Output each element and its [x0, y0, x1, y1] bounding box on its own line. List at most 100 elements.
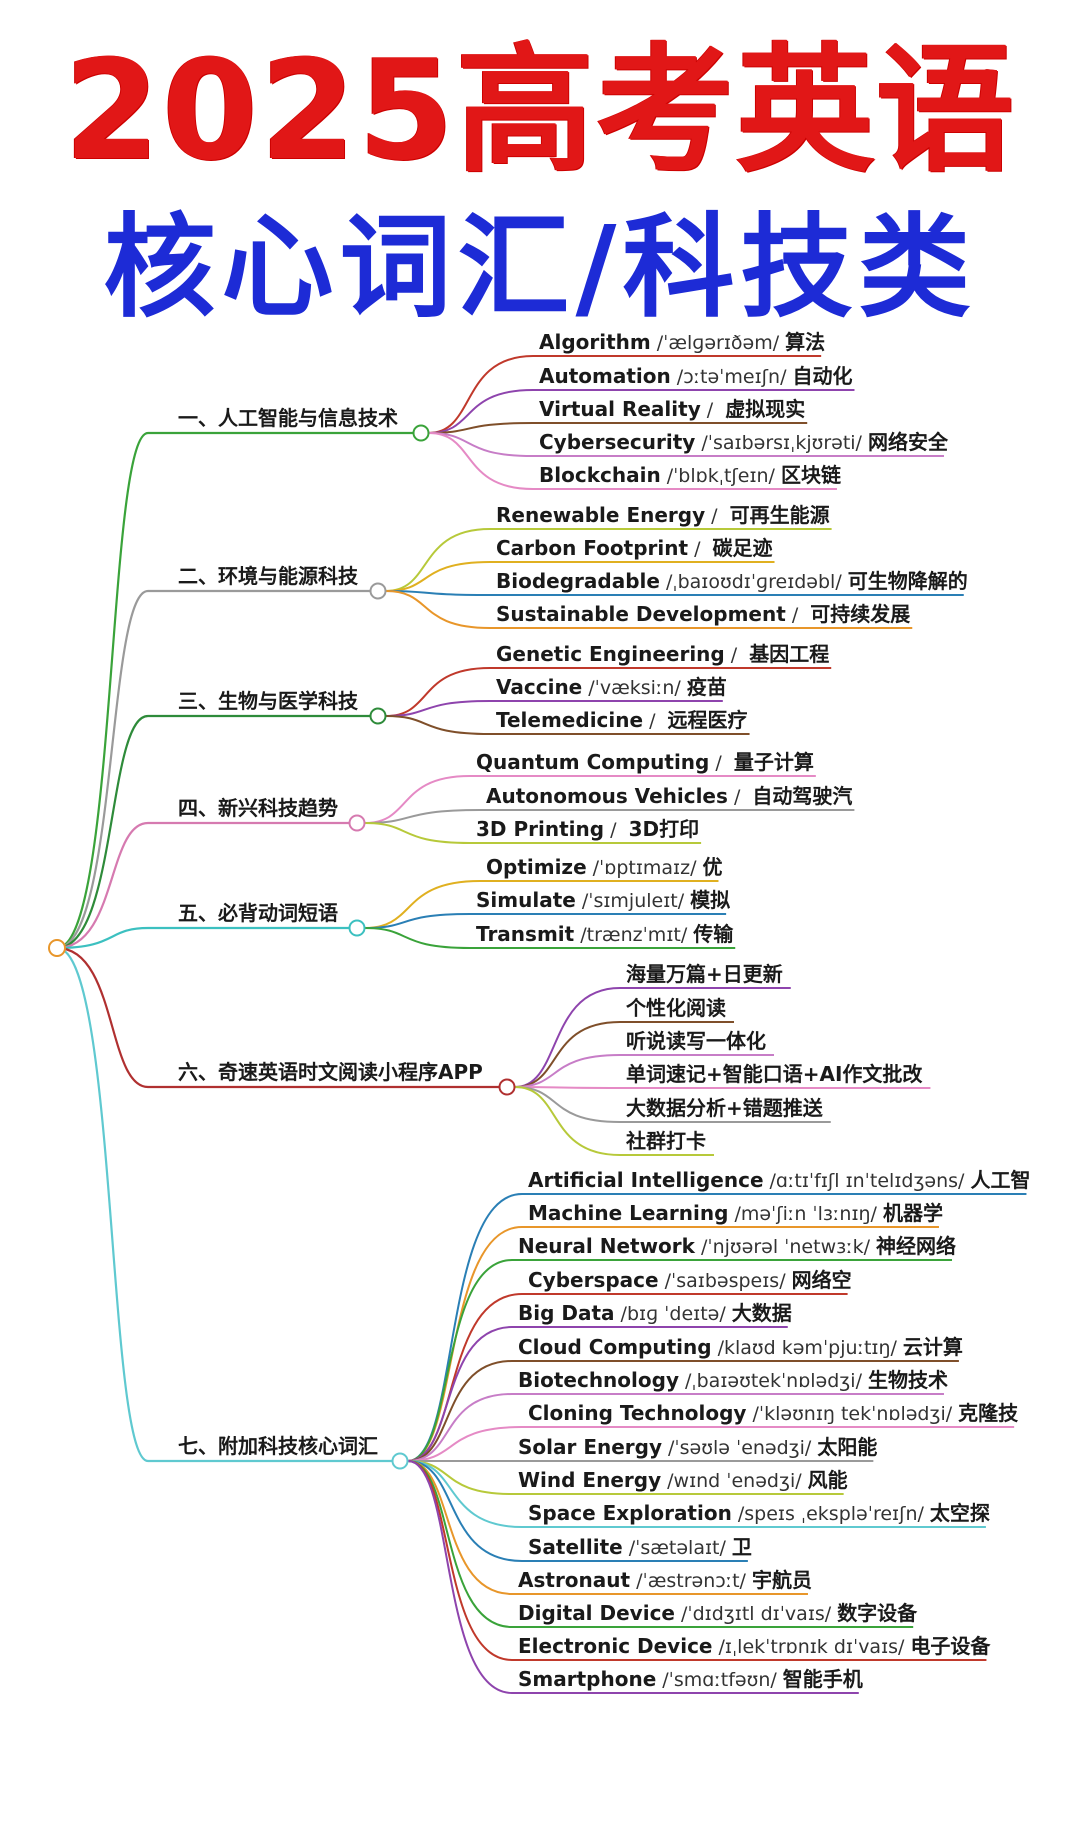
leaf-text: Space Exploration/speɪs ˌekspləˈreɪʃn/太空…: [528, 1501, 990, 1525]
leaf-text: Digital Device/ˈdɪdʒɪtl dɪˈvaɪs/数字设备: [518, 1601, 918, 1625]
leaf-ipa: /ˈdɪdʒɪtl dɪˈvaɪs/: [681, 1603, 832, 1625]
leaf-ipa: /ˌbaɪəʊtekˈnɒlədʒi/: [685, 1370, 863, 1392]
leaf-translation: 大数据: [732, 1301, 792, 1325]
leaf-text: Virtual Reality / 虚拟现实: [539, 397, 805, 421]
leaf-edge: [407, 1460, 859, 1694]
leaf-word: 3D Printing: [476, 817, 604, 841]
branch-edge: [56, 946, 499, 1089]
leaf-text: 大数据分析+错题推送: [626, 1096, 824, 1120]
leaf-word: 单词速记+智能口语+AI作文批改: [626, 1062, 923, 1086]
leaf-word: Renewable Energy: [496, 503, 705, 527]
leaf-ipa: /ɑːtɪˈfɪʃl ɪnˈtelɪdʒəns/: [770, 1170, 966, 1192]
branch-label: 一、人工智能与信息技术: [178, 406, 398, 430]
leaf-sep: /: [705, 505, 723, 527]
leaf-translation: 数字设备: [837, 1601, 918, 1625]
leaf-item: Renewable Energy / 可再生能源: [496, 503, 830, 527]
leaf-item: Transmit /trænzˈmɪt/传输: [476, 922, 734, 946]
leaf-text: Algorithm/ˈælɡərɪðəm/算法: [539, 330, 825, 354]
leaf-edge: [364, 927, 736, 949]
leaf-ipa: /ˈsaɪbəspeɪs/: [665, 1270, 787, 1292]
branch-4: 四、新兴科技趋势 Quantum Computing / 量子计算 Autonomo…: [178, 750, 852, 841]
leaf-item: Carbon Footprint / 碳足迹: [496, 536, 773, 560]
leaf-item: Cyberspace/ˈsaɪbəspeɪs/网络空: [528, 1268, 852, 1292]
leaf-text: Cloud Computing/klaʊd kəmˈpjuːtɪŋ/云计算: [518, 1335, 963, 1359]
leaf-text: Genetic Engineering / 基因工程: [496, 642, 829, 666]
leaf-edge: [514, 1086, 831, 1123]
leaf-edge: [407, 1360, 959, 1462]
leaf-translation: 克隆技: [958, 1401, 1019, 1425]
leaf-edge: [514, 1054, 774, 1088]
leaf-translation: 生物技术: [868, 1368, 948, 1392]
leaf-text: Autonomous Vehicles / 自动驾驶汽: [486, 784, 852, 808]
leaf-text: 海量万篇+日更新: [626, 962, 783, 986]
leaf-sep: /: [728, 786, 746, 808]
leaf-item: Sustainable Development / 可持续发展: [496, 602, 910, 626]
leaf-translation: 自动驾驶汽: [752, 784, 852, 808]
branch-node: [412, 424, 430, 442]
branch-node: [369, 707, 387, 725]
leaf-translation: 太阳能: [817, 1435, 877, 1459]
leaf-text: Sustainable Development / 可持续发展: [496, 602, 910, 626]
leaf-item: 社群打卡: [625, 1129, 706, 1153]
main-title: 2025高考英语: [63, 30, 1017, 191]
branch-label: 四、新兴科技趋势: [178, 796, 338, 820]
leaf-ipa: /klaʊd kəmˈpjuːtɪŋ/: [718, 1337, 898, 1359]
leaf-item: Quantum Computing / 量子计算: [476, 750, 814, 774]
leaf-word: Autonomous Vehicles: [486, 784, 728, 808]
leaf-translation: 可生物降解的: [848, 569, 968, 593]
leaf-text: Optimize/ˈɒptɪmaɪz/优: [486, 855, 722, 879]
leaf-item: Telemedicine / 远程医疗: [496, 708, 748, 732]
leaf-word: 听说读写一体化: [626, 1029, 766, 1053]
leaf-text: Blockchain/ˈblɒkˌtʃeɪn/区块链: [539, 463, 842, 487]
leaf-ipa: /ˈnjʊərəl ˈnetwɜːk/: [701, 1236, 871, 1258]
branch-node: [391, 1452, 409, 1470]
leaf-translation: 机器学: [883, 1201, 943, 1225]
leaf-text: Cybersecurity/ˈsaɪbərsɪˌkjʊrəti/网络安全: [539, 430, 949, 454]
branch-node: [348, 814, 366, 832]
leaf-text: Astronaut/ˈæstrənɔːt/宇航员: [518, 1568, 812, 1592]
leaf-ipa: /ˈsɪmjuleɪt/: [582, 890, 685, 912]
leaf-item: Autonomous Vehicles / 自动驾驶汽: [486, 784, 852, 808]
leaf-ipa: /trænzˈmɪt/: [580, 924, 688, 946]
root-node: [48, 939, 66, 957]
leaf-translation: 可持续发展: [810, 602, 910, 626]
leaf-word: 海量万篇+日更新: [626, 962, 783, 986]
leaf-word: Virtual Reality: [539, 397, 701, 421]
leaf-text: Cloning Technology/ˈkləʊnɪŋ tekˈnɒlədʒi/…: [528, 1401, 1019, 1425]
leaf-item: Satellite/ˈsætəlaɪt/卫: [528, 1535, 752, 1559]
leaf-item: Vaccine/ˈvæksiːn/疫苗: [496, 675, 727, 699]
leaf-word: 社群打卡: [625, 1129, 706, 1153]
leaf-text: Biotechnology/ˌbaɪəʊtekˈnɒlədʒi/生物技术: [518, 1368, 948, 1392]
leaf-sep: /: [786, 604, 804, 626]
leaf-edge: [364, 809, 855, 824]
leaf-word: Simulate: [476, 888, 576, 912]
leaf-word: Automation: [539, 364, 671, 388]
leaf-translation: 可再生能源: [730, 503, 830, 527]
leaf-ipa: /ˈkləʊnɪŋ tekˈnɒlədʒi/: [752, 1403, 952, 1425]
leaf-edge: [364, 880, 719, 929]
leaf-sep: /: [688, 538, 706, 560]
leaf-text: Vaccine/ˈvæksiːn/疫苗: [496, 675, 727, 699]
branch-6: 六、奇速英语时文阅读小程序APP 海量万篇+日更新个性化阅读听说读写一体化单词速记…: [178, 962, 923, 1153]
leaf-translation: 卫: [732, 1535, 752, 1559]
leaf-edge: [428, 422, 808, 434]
leaf-edge: [385, 715, 750, 735]
branch-label: 七、附加科技核心词汇: [178, 1434, 378, 1458]
leaf-text: Solar Energy/ˈsəʊlə ˈenədʒi/太阳能: [518, 1435, 877, 1459]
leaf-text: Satellite/ˈsætəlaɪt/卫: [528, 1535, 752, 1559]
leaf-translation: 云计算: [903, 1335, 963, 1359]
leaf-word: Vaccine: [496, 675, 582, 699]
branch-label: 五、必背动词短语: [178, 901, 338, 925]
leaf-edge: [385, 700, 723, 717]
branch-label: 六、奇速英语时文阅读小程序APP: [178, 1060, 483, 1084]
leaf-edge: [385, 590, 913, 629]
leaf-text: Electronic Device/ɪˌlekˈtrɒnɪk dɪˈvaɪs/电…: [518, 1634, 991, 1658]
leaf-item: Biotechnology/ˌbaɪəʊtekˈnɒlədʒi/生物技术: [518, 1368, 948, 1392]
leaf-edge: [385, 667, 832, 717]
leaf-word: Cloud Computing: [518, 1335, 712, 1359]
leaf-word: 个性化阅读: [625, 996, 726, 1020]
leaf-word: Smartphone: [518, 1667, 656, 1691]
leaf-edge: [407, 1460, 808, 1595]
